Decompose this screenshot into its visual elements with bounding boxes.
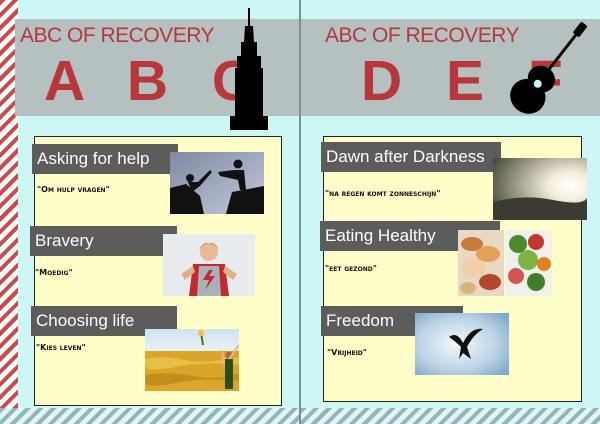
right-page: ABC OF RECOVERY D E F Dawn after Darknes… [301,0,600,424]
superhero-child-photo [163,234,255,296]
sunrise-landscape-photo [493,158,587,220]
item-quote-bravery: "Moedig" [35,268,73,277]
item-label-asking-for-help: Asking for help [32,144,178,174]
item-label-dawn-after-darkness: Dawn after Darkness [321,142,501,172]
page-divider [299,0,301,424]
bottom-stripe-border [0,408,300,424]
right-page-title: ABC OF RECOVERY [325,24,520,47]
climbers-helping-hand-photo [170,152,264,214]
guitar-icon [510,21,588,114]
item-label-bravery: Bravery [30,226,177,256]
item-quote-eating-healthy: "eet gezond" [325,264,377,273]
item-quote-dawn-after-darkness: "na regen komt zonneschijn" [325,189,441,198]
red-stripe-border [0,0,18,424]
left-page: ABC OF RECOVERY A B C Asking for help "O… [0,0,300,424]
item-quote-choosing-life: "Kies leven" [36,343,86,352]
item-quote-asking-for-help: "Om hulp vragen" [37,185,110,194]
skyscraper-icon [230,8,268,130]
item-quote-freedom: "Vrijheid" [327,348,367,357]
wheat-field-woman-photo [145,329,239,391]
healthy-food-photo [458,230,552,296]
left-page-title: ABC OF RECOVERY [20,24,215,47]
eagle-sky-photo [415,313,509,375]
left-page-letters: A B C [44,49,268,113]
bottom-stripe-border-right [301,408,600,424]
